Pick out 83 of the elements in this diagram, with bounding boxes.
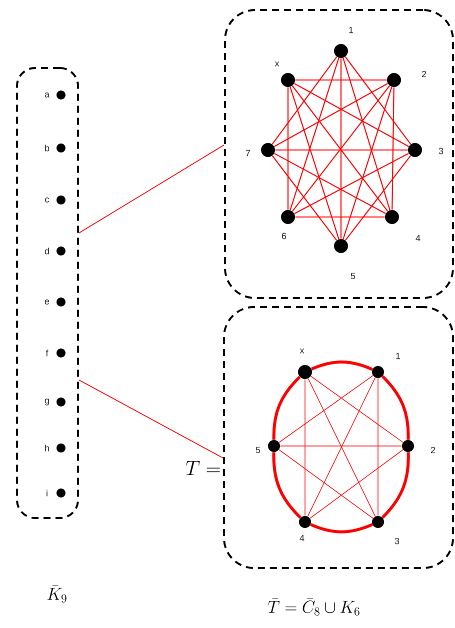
- node-label: g: [44, 398, 49, 406]
- vertex: h: [45, 444, 66, 452]
- node-label: 1: [349, 26, 354, 34]
- graph-edge: [310, 449, 404, 519]
- graph-edge: [381, 375, 410, 440]
- graph-edge: [342, 86, 392, 240]
- vertex: 1: [372, 352, 400, 378]
- graph-edge: [392, 87, 394, 210]
- node-label: d: [44, 248, 49, 254]
- node-label: 6: [282, 232, 286, 240]
- graph-edge: [295, 216, 385, 218]
- dashed-box: [16, 67, 79, 519]
- vertex: 6: [281, 210, 295, 240]
- vertex: 1: [334, 26, 354, 58]
- vertex: 3: [408, 143, 444, 157]
- graph-edge: [344, 56, 412, 145]
- graph-edge: [294, 83, 409, 147]
- vertex: x: [274, 62, 295, 87]
- vertex: x: [298, 348, 312, 379]
- vertex: a: [44, 90, 66, 100]
- vertex: 4: [385, 210, 420, 242]
- graph-edge: [290, 86, 340, 240]
- graph-edge: [311, 360, 373, 371]
- node-label: i: [46, 490, 48, 496]
- vertex: 5: [334, 239, 356, 280]
- node-label: e: [44, 300, 50, 304]
- node-label: b: [45, 144, 50, 152]
- vertex: f: [46, 348, 66, 358]
- graph-edge: [278, 375, 374, 443]
- vertex: c: [45, 196, 66, 204]
- node-label: h: [45, 444, 49, 452]
- graph-edge: [274, 83, 388, 147]
- node-label: f: [46, 350, 48, 356]
- graph-edge: [340, 58, 342, 239]
- graph-edge: [272, 155, 338, 241]
- graph-edge: [275, 149, 408, 151]
- graph-edge: [310, 376, 404, 443]
- graph-edge: [274, 152, 386, 214]
- graph-edge: [290, 58, 340, 210]
- node-label: 4: [300, 534, 304, 542]
- node-label: x: [300, 348, 304, 354]
- node-label: 5: [350, 272, 356, 280]
- node-label: 4: [416, 234, 420, 242]
- connector-line: [78, 144, 224, 234]
- vertex: d: [44, 246, 66, 256]
- vertex: 3: [372, 516, 400, 544]
- vertex: 5: [256, 440, 280, 454]
- vertex: g: [44, 398, 66, 406]
- node-label: x: [274, 62, 280, 66]
- graph-edge: [304, 378, 306, 516]
- node-label: 3: [438, 148, 444, 154]
- graph-edge: [272, 376, 301, 440]
- graph-edge: [278, 449, 374, 519]
- graph-edge: [272, 56, 338, 145]
- connector-line: [78, 380, 224, 458]
- node-label: 2: [430, 446, 436, 454]
- graph-edge: [344, 155, 412, 241]
- graph-edge: [272, 452, 302, 519]
- formula-label: $T =$: [186, 461, 220, 476]
- vertex: i: [46, 488, 66, 498]
- vertex: 2: [402, 440, 436, 454]
- vertex: 2: [387, 70, 426, 87]
- vertex: b: [45, 144, 66, 152]
- graph-edge: [294, 152, 409, 214]
- node-label: 3: [394, 538, 400, 544]
- vertex: e: [44, 298, 66, 306]
- dashed-box: [223, 306, 454, 569]
- node-label: 5: [256, 446, 260, 454]
- node-label: a: [44, 92, 50, 98]
- graph-edge: [310, 523, 373, 534]
- node-label: 7: [246, 150, 250, 156]
- vertex: 7: [246, 143, 275, 157]
- graph-edge: [287, 87, 289, 210]
- graph-edge: [381, 452, 410, 519]
- graph-edge: [342, 58, 390, 210]
- formula-label: $\bar{T} = \bar{C}_8 \cup K_6$: [268, 598, 360, 616]
- formula-label: $\bar{K}_9$: [47, 585, 66, 603]
- node-label: 1: [396, 352, 400, 360]
- node-label: 2: [422, 70, 426, 78]
- vertex: 4: [299, 516, 311, 542]
- dashed-box: [224, 9, 454, 299]
- node-label: c: [45, 198, 50, 202]
- graph-edge: [295, 79, 387, 81]
